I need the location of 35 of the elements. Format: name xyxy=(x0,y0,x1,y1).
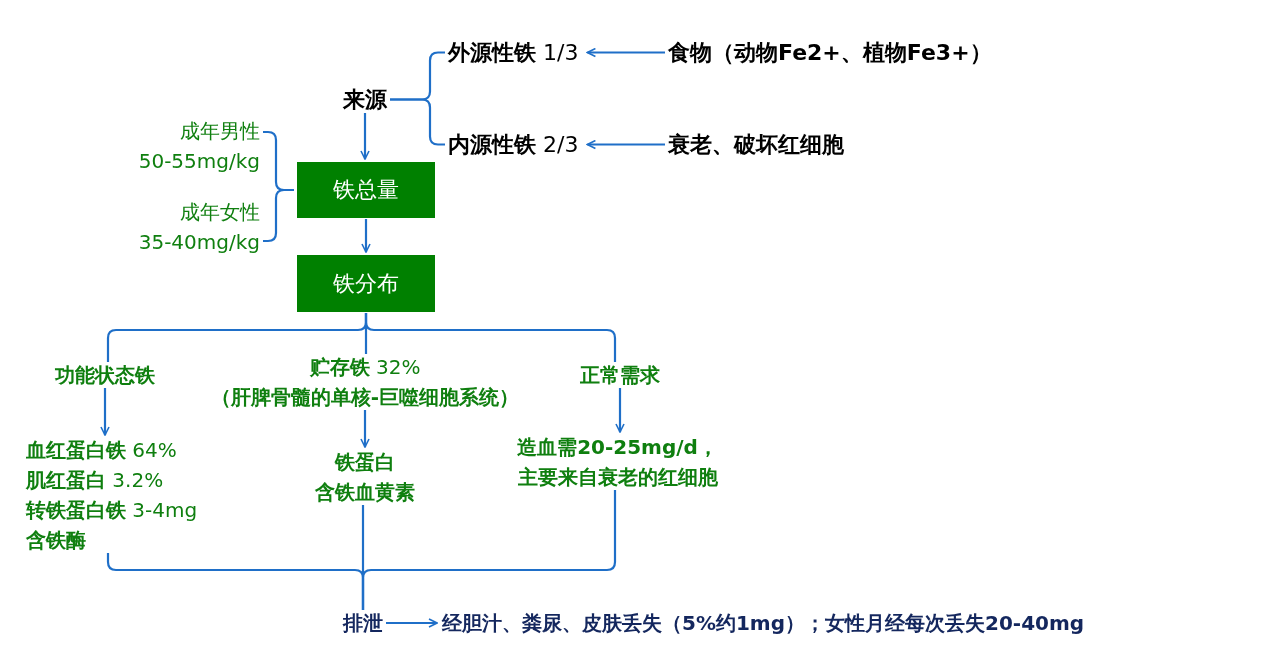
text-label: 衰老、破坏红细胞 xyxy=(668,131,845,159)
process-box xyxy=(297,162,435,218)
text-label: 成年女性 35-40mg/kg xyxy=(137,199,260,256)
text-label: 正常需求 xyxy=(579,362,661,389)
box-label: 铁分布 xyxy=(333,269,399,298)
text-label: 来源 xyxy=(342,86,388,114)
text-label: 功能状态铁 xyxy=(54,362,156,389)
text-line: 含铁血黄素 xyxy=(314,479,416,506)
text-line: 血红蛋白铁 64% xyxy=(26,437,178,464)
box-label: 铁总量 xyxy=(333,176,399,204)
text-line: 贮存铁 32% xyxy=(308,354,422,381)
text-label: 成年男性 50-55mg/kg xyxy=(137,118,260,175)
arrow xyxy=(100,388,110,436)
arrow xyxy=(361,219,371,253)
text-line: 含铁酶 xyxy=(26,527,87,554)
brace-connector xyxy=(364,313,617,362)
arrow xyxy=(360,410,370,448)
text-label: 食物（动物Fe2+、植物Fe3+） xyxy=(668,39,993,67)
text-line: 造血需20-25mg/d， xyxy=(516,434,719,461)
brace-connector xyxy=(361,490,617,610)
text-line: 铁蛋白 xyxy=(333,449,396,476)
text-line: 肌红蛋白 3.2% xyxy=(26,467,165,494)
arrow xyxy=(586,47,665,58)
text-line: 转铁蛋白铁 3-4mg xyxy=(26,497,199,524)
arrow xyxy=(386,618,438,628)
arrow xyxy=(615,388,625,433)
arrow xyxy=(586,139,665,150)
text-line: （肝脾骨髓的单核-巨噬细胞系统） xyxy=(209,384,521,411)
text-label: 内源性铁 2/3 xyxy=(448,131,580,159)
text-label: 排泄 xyxy=(341,610,384,637)
text-line: 主要来自衰老的红细胞 xyxy=(516,464,719,491)
text-label: 经胆汁、粪尿、皮肤丢失（5%约1mg）；女性月经每次丢失20-40mg xyxy=(442,610,1086,637)
process-box xyxy=(297,255,435,312)
arrow xyxy=(360,113,370,160)
text-label: 外源性铁 1/3 xyxy=(448,39,580,67)
